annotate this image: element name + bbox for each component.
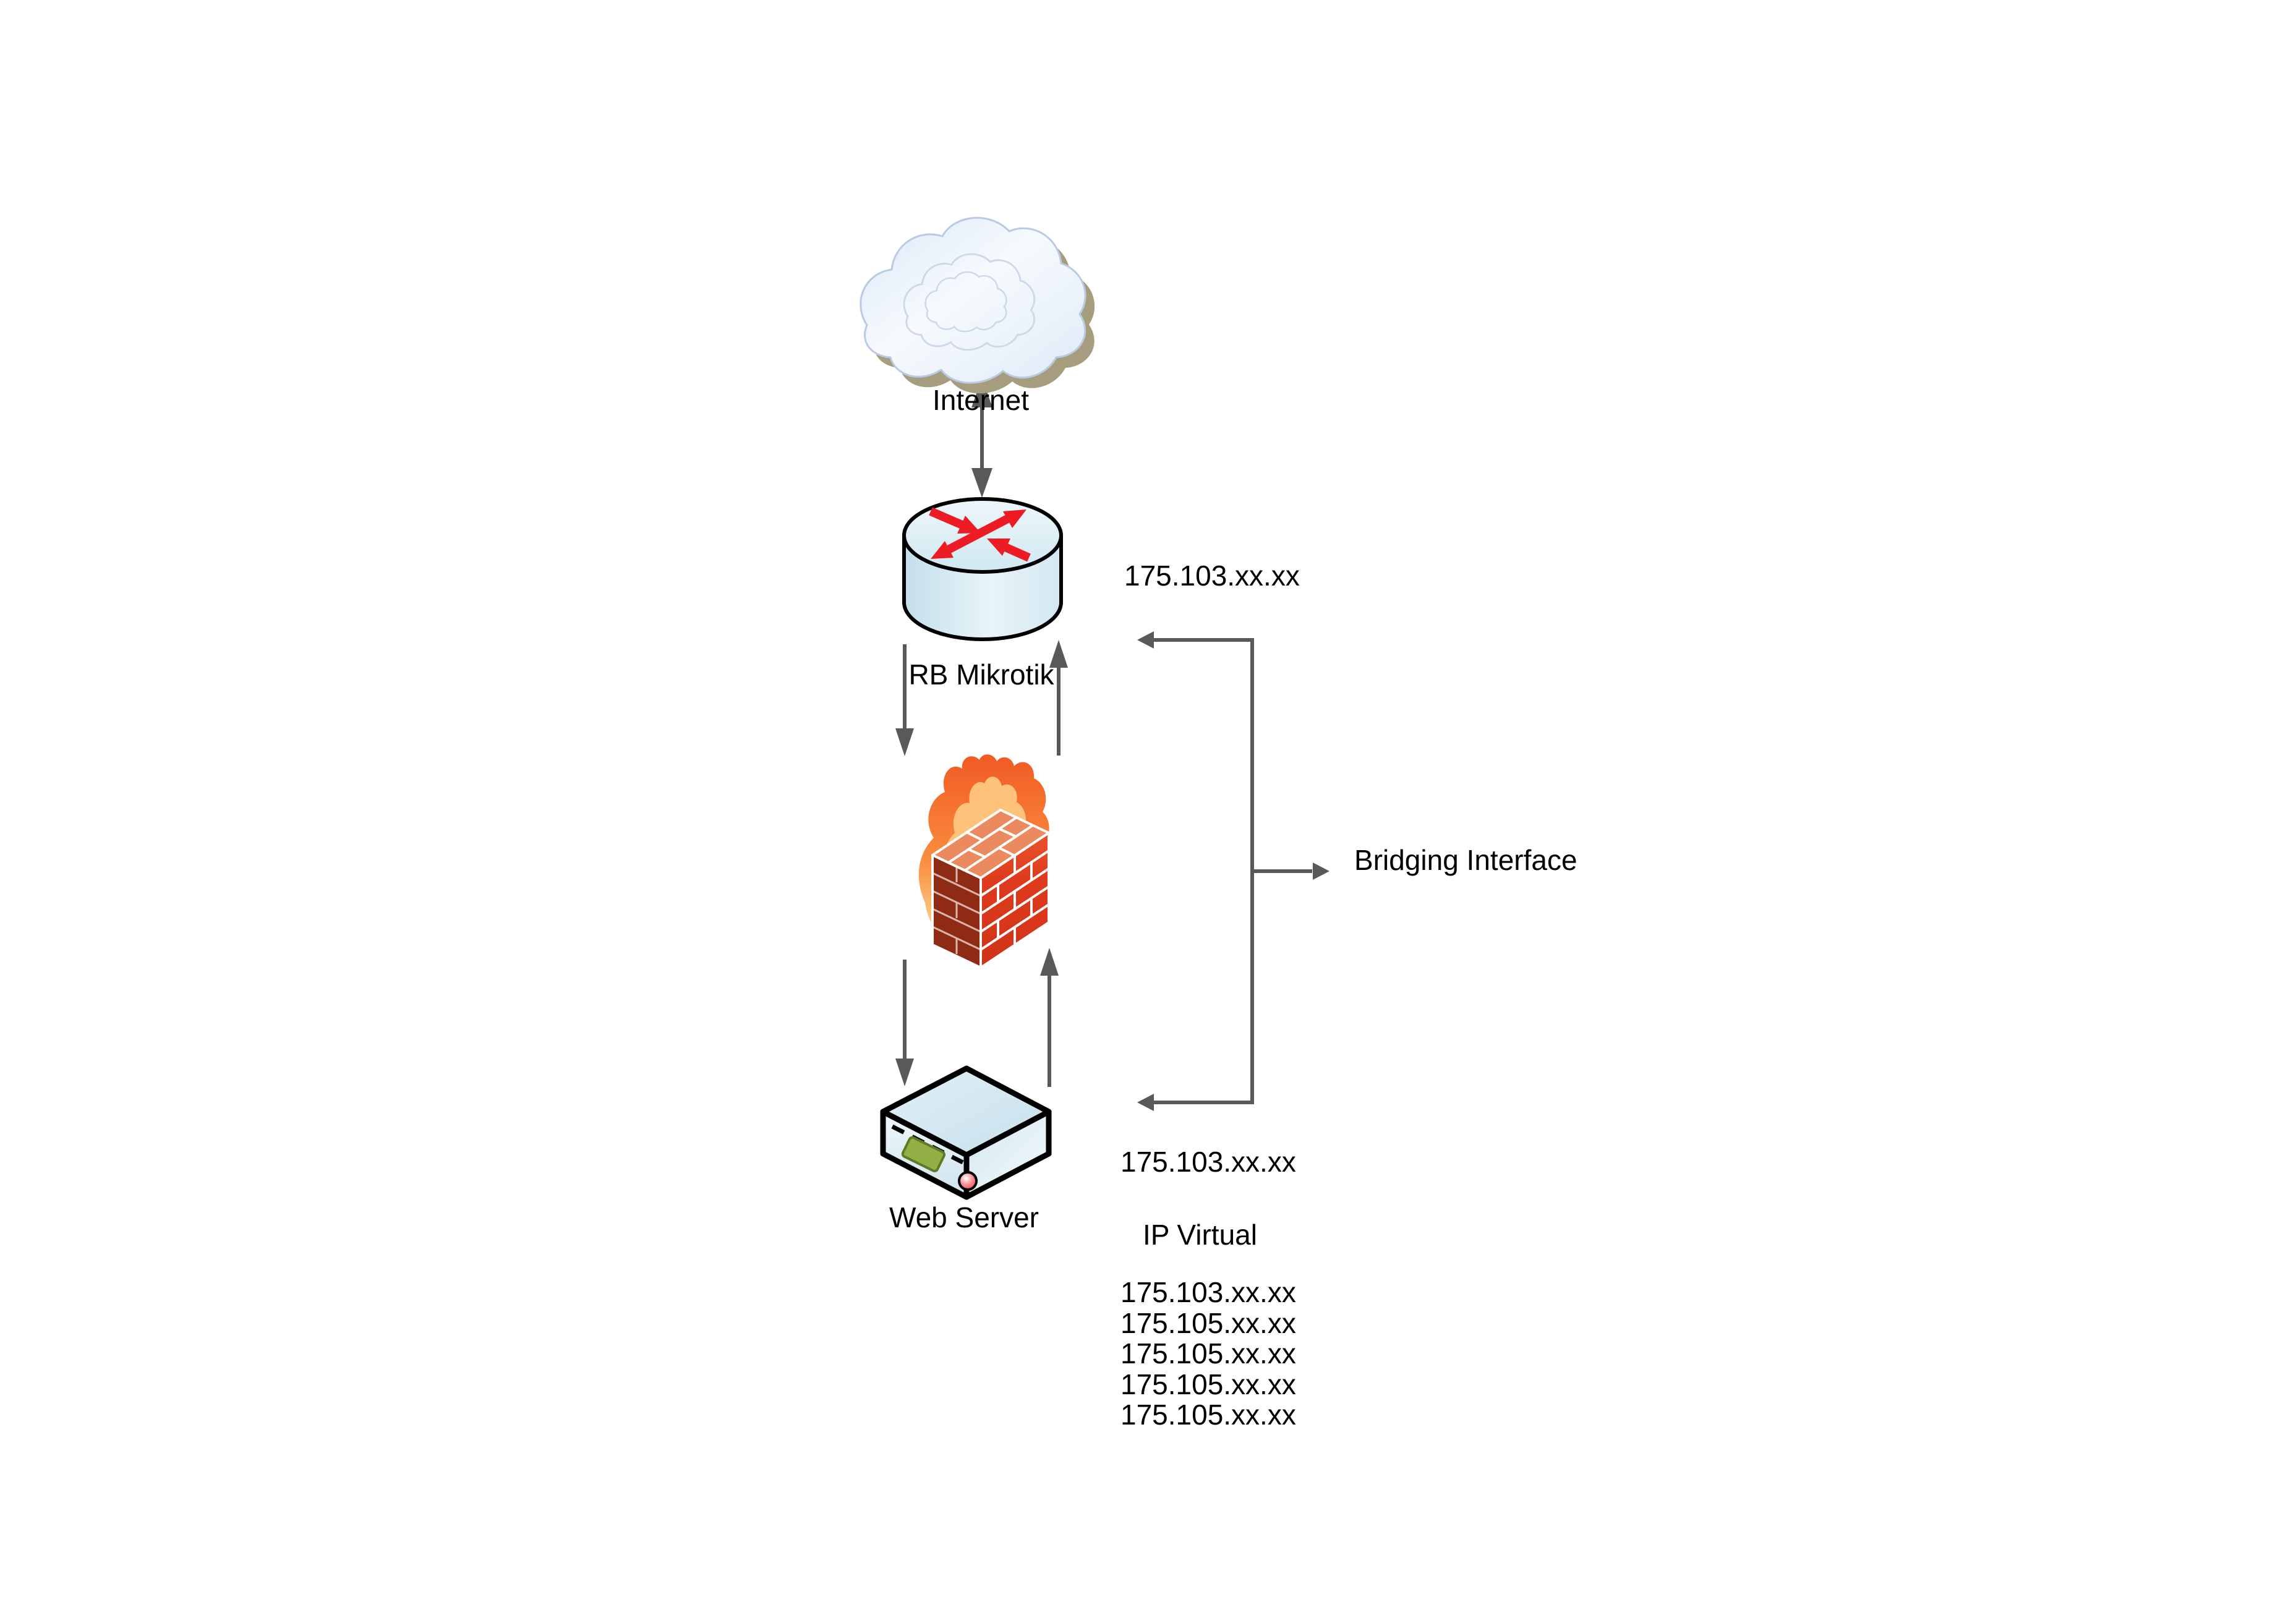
server-led	[958, 1171, 978, 1191]
firewall-server-down-arrow	[895, 960, 914, 1086]
bridging-interface-label: Bridging Interface	[1354, 844, 1577, 876]
server-firewall-up-arrow	[1040, 948, 1059, 1087]
bridging-connector	[1137, 631, 1329, 1111]
ip-virtual-item: 175.105.xx.xx	[1120, 1337, 1296, 1370]
web-server-icon	[880, 1065, 1052, 1200]
firewall-icon	[918, 754, 1050, 969]
router-icon	[902, 497, 1063, 641]
router-firewall-down-arrow	[895, 644, 914, 756]
ip-virtual-item: 175.105.xx.xx	[1120, 1306, 1296, 1339]
firewall-router-up-arrow	[1049, 640, 1068, 756]
ip-virtual-item: 175.105.xx.xx	[1120, 1368, 1296, 1400]
internet-label: Internet	[932, 384, 1029, 416]
brick-wall	[931, 809, 1050, 969]
server-front-details	[891, 1124, 978, 1191]
router-label: RB Mikrotik	[908, 658, 1054, 691]
server-ip-label: 175.103.xx.xx	[1120, 1146, 1296, 1178]
ip-virtual-title: IP Virtual	[1143, 1219, 1257, 1251]
router-ip-label: 175.103.xx.xx	[1124, 560, 1300, 592]
ip-virtual-item: 175.105.xx.xx	[1120, 1399, 1296, 1431]
ip-virtual-item: 175.103.xx.xx	[1120, 1276, 1296, 1308]
ip-virtual-list: 175.103.xx.xx 175.105.xx.xx 175.105.xx.x…	[1120, 1277, 1296, 1431]
web-server-label: Web Server	[889, 1201, 1039, 1233]
server-panel-chip	[901, 1136, 946, 1173]
internet-cloud-icon	[860, 216, 1095, 394]
router-crossed-arrows	[929, 507, 1031, 562]
